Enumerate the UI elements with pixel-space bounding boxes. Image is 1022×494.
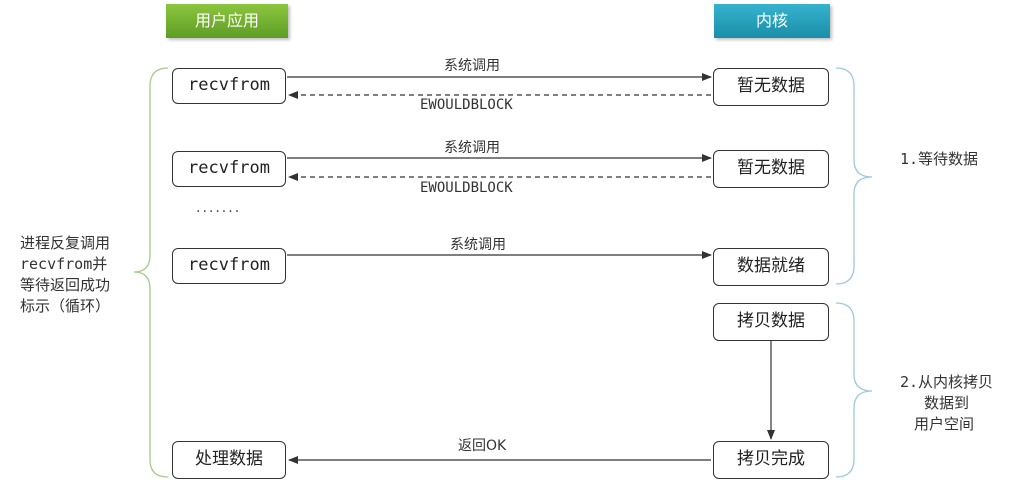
- data-ready-box: 数据就绪: [713, 248, 829, 286]
- left-bracket: [133, 67, 169, 478]
- ewouldblock-label-2: EWOULDBLOCK: [420, 180, 513, 196]
- left-note: 进程反复调用 recvfrom并 等待返回成功 标示（循环）: [20, 233, 140, 317]
- recvfrom-box-3: recvfrom: [172, 248, 286, 284]
- no-data-box-2: 暂无数据: [713, 150, 829, 188]
- user-app-header: 用户应用: [166, 4, 288, 38]
- process-data-box: 处理数据: [172, 441, 286, 479]
- left-note-line: 标示（循环）: [20, 297, 111, 315]
- copy-data-box: 拷贝数据: [713, 303, 829, 341]
- left-note-line: 等待返回成功: [20, 276, 111, 294]
- syscall-label-3: 系统调用: [450, 237, 506, 253]
- phase2-note: 2.从内核拷贝 数据到 用户空间: [900, 372, 1020, 435]
- no-data-box-1: 暂无数据: [713, 68, 829, 106]
- left-note-line: recvfrom并: [20, 255, 108, 273]
- ellipsis: .......: [196, 200, 242, 216]
- right-bracket-2: [835, 302, 873, 478]
- recvfrom-box-2: recvfrom: [172, 151, 286, 187]
- phase2-line: 用户空间: [914, 415, 975, 433]
- syscall-label-2: 系统调用: [444, 140, 500, 156]
- ewouldblock-label-1: EWOULDBLOCK: [420, 97, 513, 113]
- phase2-line: 数据到: [924, 394, 970, 412]
- return-ok-label: 返回OK: [458, 438, 507, 454]
- phase2-line: 2.从内核拷贝: [900, 373, 994, 391]
- kernel-header: 内核: [714, 4, 830, 38]
- recvfrom-box-1: recvfrom: [172, 68, 286, 104]
- copy-done-box: 拷贝完成: [713, 441, 829, 479]
- right-bracket-1: [835, 67, 873, 285]
- syscall-label-1: 系统调用: [444, 58, 500, 74]
- left-note-line: 进程反复调用: [20, 234, 111, 252]
- phase1-note: 1.等待数据: [900, 150, 979, 168]
